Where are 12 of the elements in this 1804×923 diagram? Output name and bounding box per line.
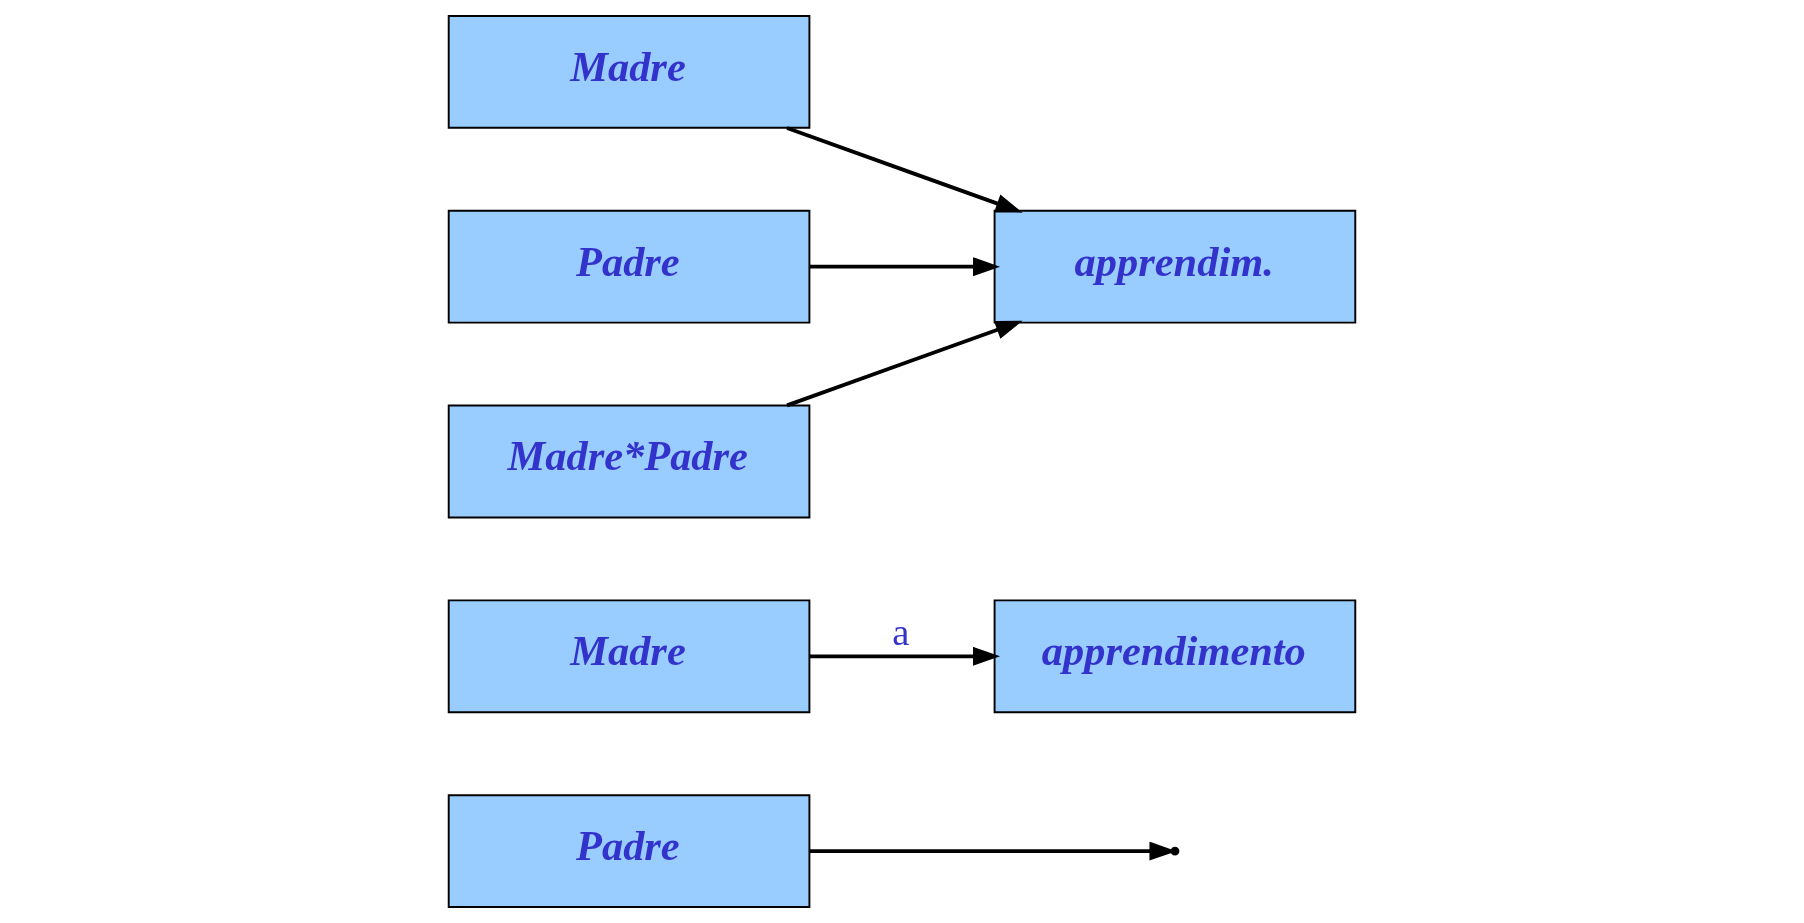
arrow bbox=[809, 257, 1001, 277]
node-box: Padre bbox=[447, 209, 811, 324]
node-box: Madre bbox=[447, 599, 811, 714]
node-box: apprendim. bbox=[993, 209, 1357, 324]
node-box: Madre*Padre bbox=[447, 404, 811, 519]
node-box: Madre bbox=[447, 14, 811, 129]
edge-label: a bbox=[892, 610, 910, 653]
arrow bbox=[786, 126, 1023, 213]
arrow bbox=[786, 320, 1023, 408]
arrow bbox=[809, 646, 1001, 666]
node-box: Padre bbox=[447, 794, 811, 909]
node-box: apprendimento bbox=[993, 599, 1357, 714]
